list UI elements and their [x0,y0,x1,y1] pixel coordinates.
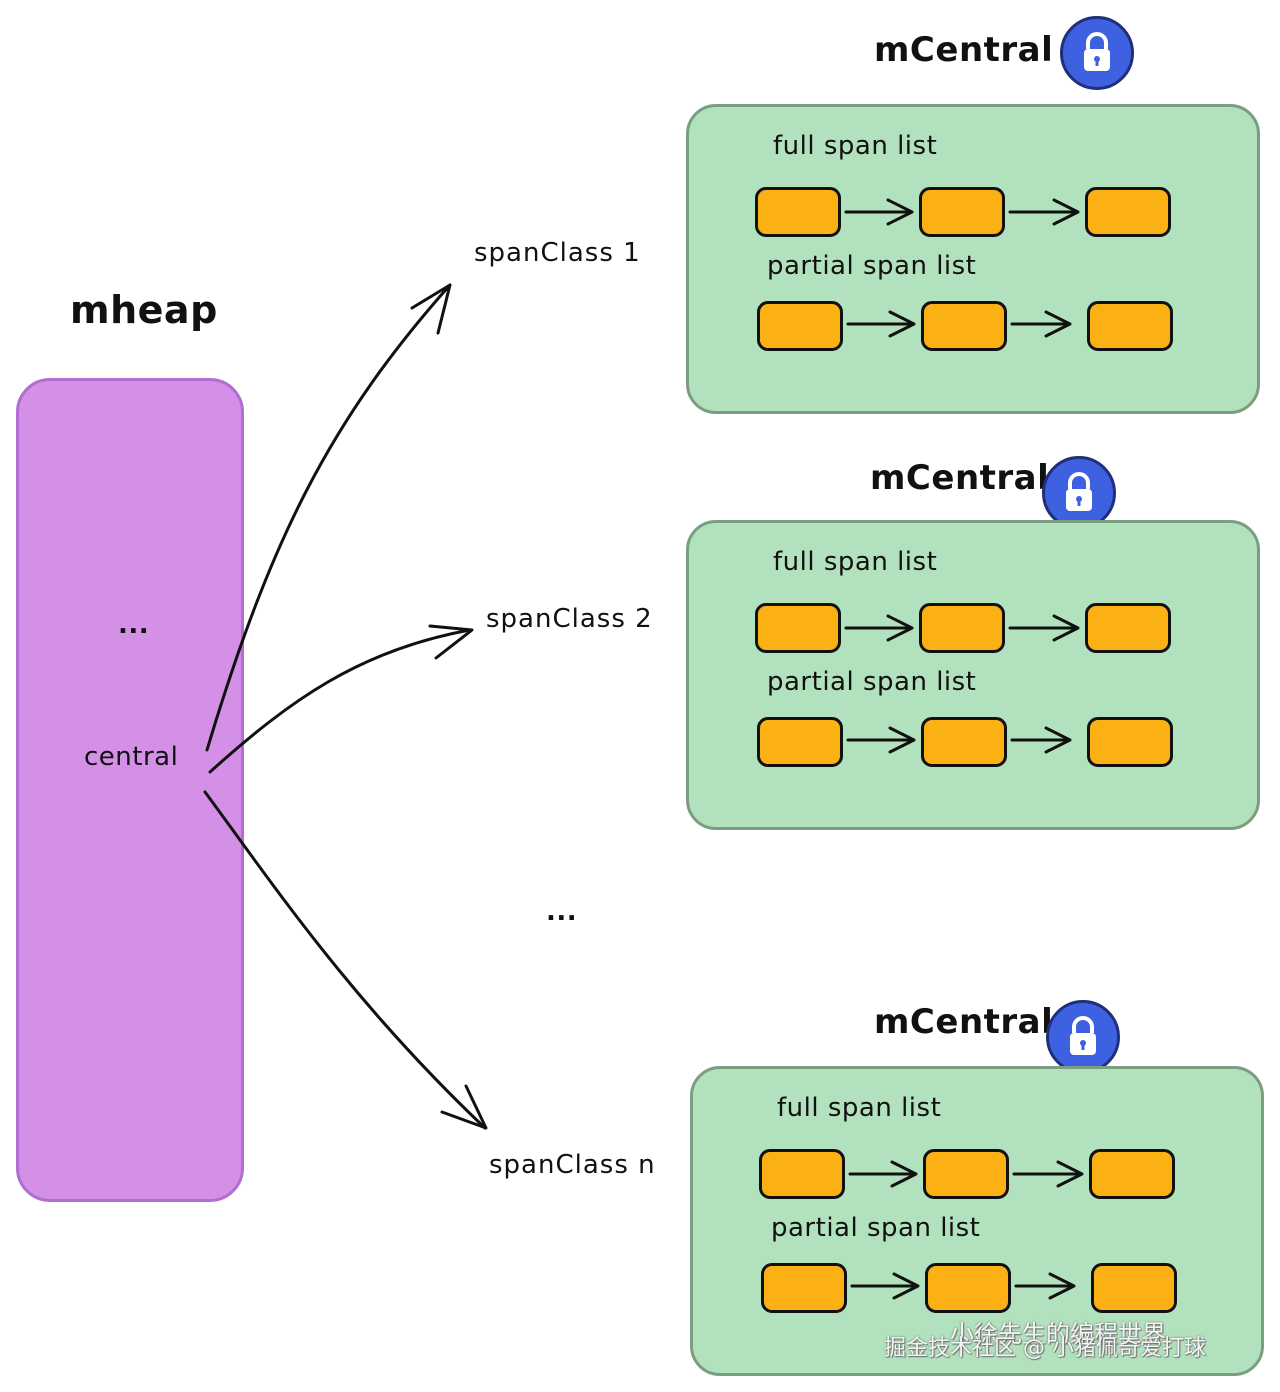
mcentral-1-title: mCentral [874,30,1054,70]
span-block [1085,187,1171,237]
spanclass-2-label: spanClass 2 [486,604,653,634]
mheap-title: mheap [70,288,218,332]
span-block [1087,717,1173,767]
arrow-to-spanclass-n [203,790,487,1130]
span-block [1091,1263,1177,1313]
mcentral-3-panel: full span list partial span list [690,1066,1264,1376]
partial-span-list-label: partial span list [767,667,977,697]
middle-ellipsis: ... [546,897,578,927]
arrow-head [428,624,474,660]
full-span-list-label: full span list [773,131,938,161]
partial-span-list-label: partial span list [771,1213,981,1243]
span-block [921,717,1007,767]
span-block [921,301,1007,351]
span-block [1087,301,1173,351]
mheap-block [16,378,244,1202]
arrow-head [410,283,452,335]
arrow-to-spanclass-2 [208,628,472,774]
span-block [757,717,843,767]
spanclass-n-label: spanClass n [489,1150,656,1180]
span-block [919,187,1005,237]
span-block [919,603,1005,653]
span-block [923,1149,1009,1199]
mcentral-2-title: mCentral [870,458,1050,498]
lock-icon [1046,1000,1120,1074]
span-block [757,301,843,351]
span-block [1089,1149,1175,1199]
span-block [755,187,841,237]
full-span-list-label: full span list [773,547,938,577]
span-block [925,1263,1011,1313]
watermark-line-1: 小徐先生的编程世界 [950,1320,1166,1348]
span-block [755,603,841,653]
arrow-head [440,1084,488,1130]
spanclass-1-label: spanClass 1 [474,238,641,268]
central-field-label: central [84,742,179,772]
lock-icon [1042,456,1116,530]
span-block [1085,603,1171,653]
span-block [759,1149,845,1199]
span-block [761,1263,847,1313]
partial-span-list-label: partial span list [767,251,977,281]
mcentral-1-panel: full span list partial span list [686,104,1260,414]
watermark-line-2: 掘金技术社区 @ 小猪佩奇爱打球 [884,1336,1206,1361]
mheap-ellipsis: ... [118,610,150,640]
mcentral-3-title: mCentral [874,1002,1054,1042]
lock-icon [1060,16,1134,90]
mcentral-2-panel: full span list partial span list [686,520,1260,830]
full-span-list-label: full span list [777,1093,942,1123]
